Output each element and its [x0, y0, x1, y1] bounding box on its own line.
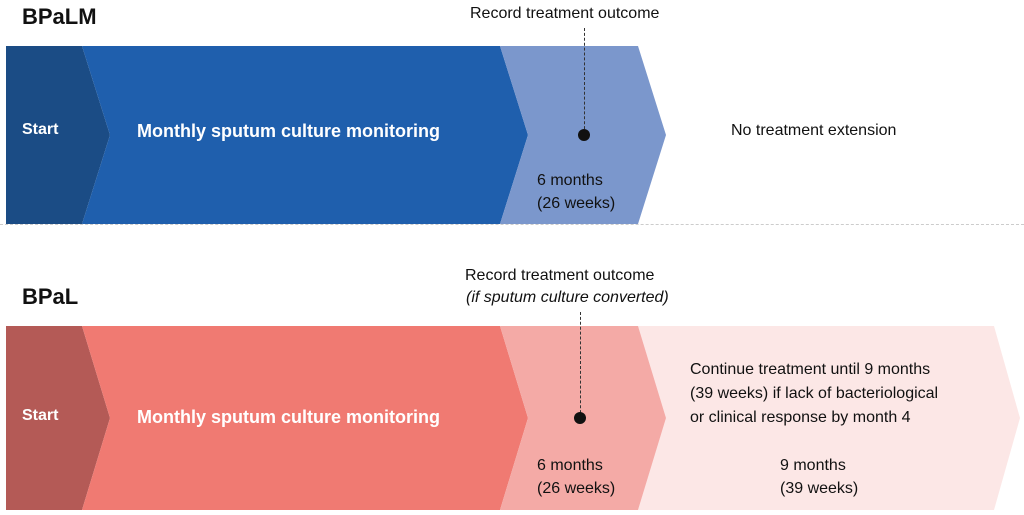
bpal-outcome-marker: [574, 412, 586, 424]
bpal-duration-months: 6 months: [537, 457, 603, 474]
bpalm-start-segment: [6, 46, 110, 224]
bpal-start-label: Start: [22, 407, 59, 424]
bpal-extension-description: Continue treatment until 9 months (39 we…: [690, 358, 938, 430]
bpalm-extension-label: No treatment extension: [731, 122, 897, 139]
bpal-title: BPaL: [22, 284, 79, 309]
bpalm-monitoring-label: Monthly sputum culture monitoring: [137, 121, 440, 141]
bpal-extension-duration-weeks: (39 weeks): [780, 480, 859, 497]
bpal-extension-segment: [638, 326, 1020, 510]
bpalm-duration-weeks: (26 weeks): [537, 195, 616, 212]
bpalm-monitoring-segment: [82, 46, 528, 224]
bpal-extension-line: Continue treatment until 9 months: [690, 361, 931, 378]
bpalm-start-label: Start: [22, 121, 59, 138]
bpalm-outcome-leader-line: [584, 28, 585, 134]
bpal-start-segment: [6, 326, 110, 510]
bpal-extension-line: or clinical response by month 4: [690, 409, 911, 426]
bpalm-outcome-marker: [578, 129, 590, 141]
bpalm-duration-months: 6 months: [537, 172, 603, 189]
bpalm-title: BPaLM: [22, 4, 97, 29]
section-separator: [0, 224, 1024, 225]
bpal-monitoring-label: Monthly sputum culture monitoring: [137, 407, 440, 427]
bpal-monitoring-segment: [82, 326, 528, 510]
bpal-outcome-condition: (if sputum culture converted): [466, 289, 669, 306]
bpal-extension-line: (39 weeks) if lack of bacteriological: [690, 385, 939, 402]
bpal-outcome-leader-line: [580, 312, 581, 418]
bpalm-outcome-label: Record treatment outcome: [470, 5, 660, 22]
bpal-outcome-label: Record treatment outcome: [465, 267, 655, 284]
bpal-extension-duration-months: 9 months: [780, 457, 846, 474]
bpal-duration-weeks: (26 weeks): [537, 480, 616, 497]
